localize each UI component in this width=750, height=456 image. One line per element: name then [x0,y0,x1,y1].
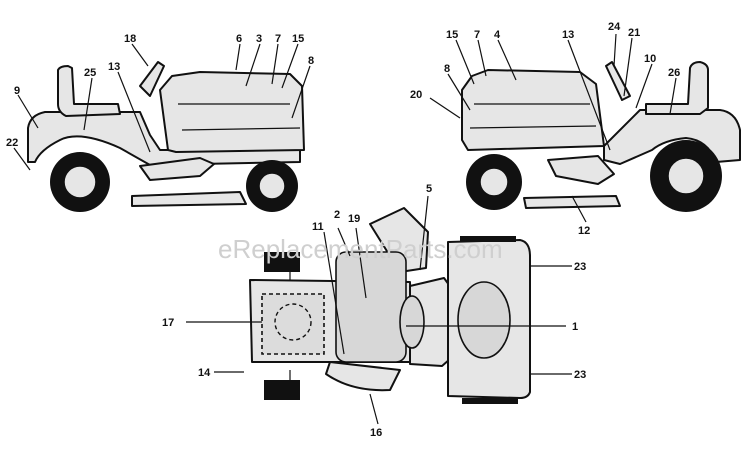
left-side-view: 18 6 3 7 15 8 9 25 13 22 [6,33,314,212]
top-view: 5 11 2 19 23 17 1 14 23 16 [162,183,586,439]
callout-left-6: 6 [236,33,242,45]
callout-top-16: 16 [370,427,382,439]
callout-right-13: 13 [562,29,574,41]
right-side-view: 15 7 4 13 24 21 8 10 26 20 12 [410,21,741,237]
callout-top-14: 14 [198,367,211,379]
callout-right-10: 10 [644,53,656,65]
callout-right-21: 21 [628,27,640,39]
callout-left-8: 8 [308,55,314,67]
callout-left-3: 3 [256,33,262,45]
callout-left-15: 15 [292,33,304,45]
callout-left-7: 7 [275,33,281,45]
callout-left-9: 9 [14,85,20,97]
callout-left-22: 22 [6,137,18,149]
callout-right-26: 26 [668,67,680,79]
callout-top-19: 19 [348,213,360,225]
callout-left-13: 13 [108,61,120,73]
callout-top-1: 1 [572,321,578,333]
callout-top-5: 5 [426,183,432,195]
callout-right-8: 8 [444,63,450,75]
callout-top-23-lower: 23 [574,369,586,381]
callout-right-12: 12 [578,225,590,237]
callout-right-24: 24 [608,21,621,33]
callout-right-20: 20 [410,89,422,101]
callout-left-18: 18 [124,33,136,45]
callout-top-17: 17 [162,317,174,329]
callout-right-7: 7 [474,29,480,41]
callout-top-23-upper: 23 [574,261,586,273]
callout-top-2: 2 [334,209,340,221]
callout-left-25: 25 [84,67,96,79]
watermark: eReplacementParts.com [218,234,503,264]
callout-right-4: 4 [494,29,501,41]
callout-top-11: 11 [312,221,324,233]
callout-right-15: 15 [446,29,458,41]
